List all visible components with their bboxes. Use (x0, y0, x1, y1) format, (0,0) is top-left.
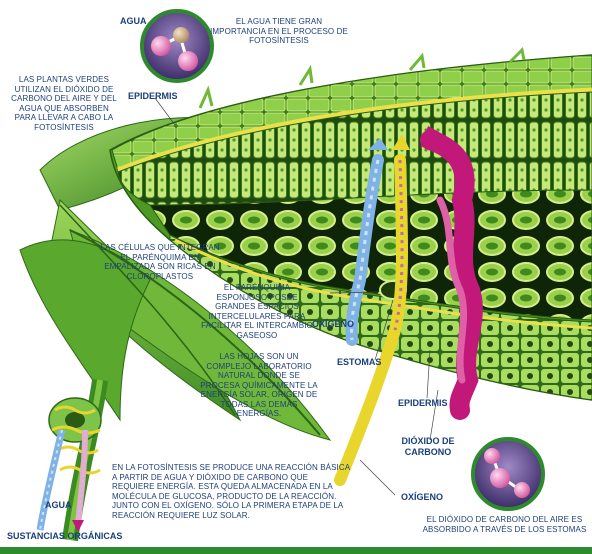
label-agua-bottom: AGUA (45, 500, 72, 510)
desc-parenquima: EL PARÉNQUIMA ESPONJOSO POSEE GRANDES ES… (198, 283, 316, 340)
desc-fotosintesis: EN LA FOTOSÍNTESIS SE PRODUCE UNA REACCI… (112, 463, 350, 520)
label-estomas: ESTOMAS (337, 357, 381, 367)
desc-agua: EL AGUA TIENE GRAN IMPORTANCIA EN EL PRO… (208, 17, 350, 46)
desc-plantas: LAS PLANTAS VERDES UTILIZAN EL DIÓXIDO D… (8, 75, 120, 132)
label-oxigeno-mid: OXÍGENO (312, 319, 354, 329)
label-epidermis-top: EPIDERMIS (128, 91, 178, 101)
co2-molecule (473, 439, 543, 509)
footer-bar (0, 547, 592, 554)
label-dioxido: DIÓXIDO DE CARBONO (398, 436, 458, 458)
label-epidermis-bottom: EPIDERMIS (398, 398, 448, 408)
label-oxigeno-bottom: OXÍGENO (401, 492, 443, 502)
label-sustancias: SUSTANCIAS ORGÁNICAS (7, 531, 122, 541)
label-agua-top: AGUA (120, 16, 147, 26)
desc-dioxido: EL DIÓXIDO DE CARBONO DEL AIRE ES ABSORB… (422, 515, 587, 534)
desc-celulas: LAS CÉLULAS QUE INTEGRAN EL PARÉNQUIMA E… (100, 243, 220, 281)
desc-hojas: LAS HOJAS SON UN COMPLEJO LABORATORIO NA… (198, 352, 320, 419)
water-molecule (142, 11, 212, 81)
